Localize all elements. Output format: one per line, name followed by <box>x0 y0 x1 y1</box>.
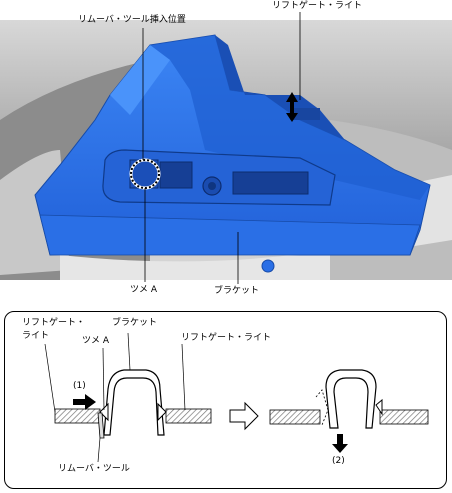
diagram-claw-a-label: ツメ A <box>82 336 110 346</box>
claw-a-label: ツメ A <box>130 285 158 295</box>
up-down-arrow-icon <box>286 92 298 122</box>
removal-tool-position-label: リムーバ・ツール挿入位置 <box>78 15 186 25</box>
diagram-liftgate-light-left-label-2: ライト <box>22 331 50 341</box>
diagram-state-before <box>54 369 212 439</box>
diagram-state-after <box>269 369 429 453</box>
step-2-label: (2) <box>332 456 345 466</box>
bracket-label: ブラケット <box>214 286 260 296</box>
photo-illustration <box>0 12 452 284</box>
liftgate-light-top-label: リフトゲート・ライト <box>272 1 363 11</box>
step-1-label: (1) <box>73 381 86 391</box>
diagram-removal-tool-label: リムーバ・ツール <box>58 464 130 474</box>
procedure-diagram-frame <box>4 311 447 489</box>
diagram-liftgate-light-left-label-1: リフトゲート・ <box>22 318 86 328</box>
diagram-liftgate-light-right-label: リフトゲート・ライト <box>181 333 272 343</box>
diagram-bracket-label: ブラケット <box>112 318 158 328</box>
next-step-arrow-icon <box>229 401 259 431</box>
